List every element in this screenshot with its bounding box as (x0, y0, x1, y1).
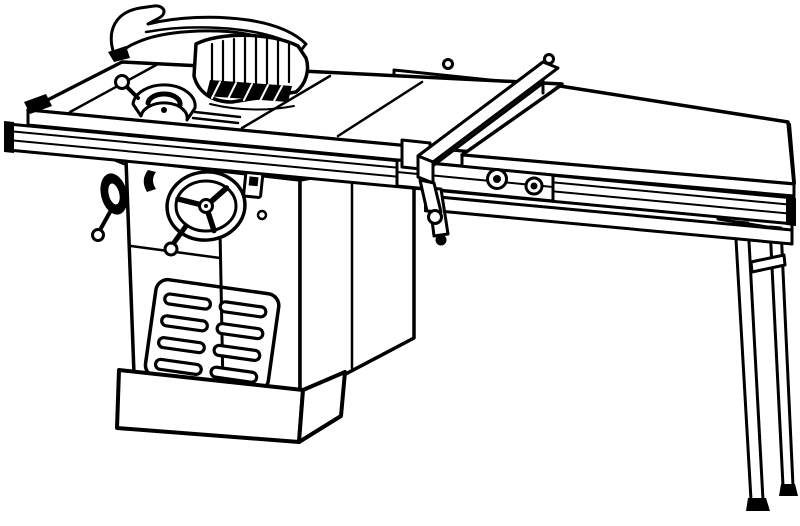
miter-gauge (114, 74, 242, 125)
rip-fence (416, 53, 560, 225)
blade-guard (108, 4, 310, 104)
cabinet-base (115, 368, 347, 444)
guard-hood (192, 33, 310, 104)
elevation-handwheel (143, 170, 247, 257)
support-legs (716, 202, 798, 511)
tilt-handwheel (91, 173, 128, 242)
extension-table (460, 84, 796, 198)
